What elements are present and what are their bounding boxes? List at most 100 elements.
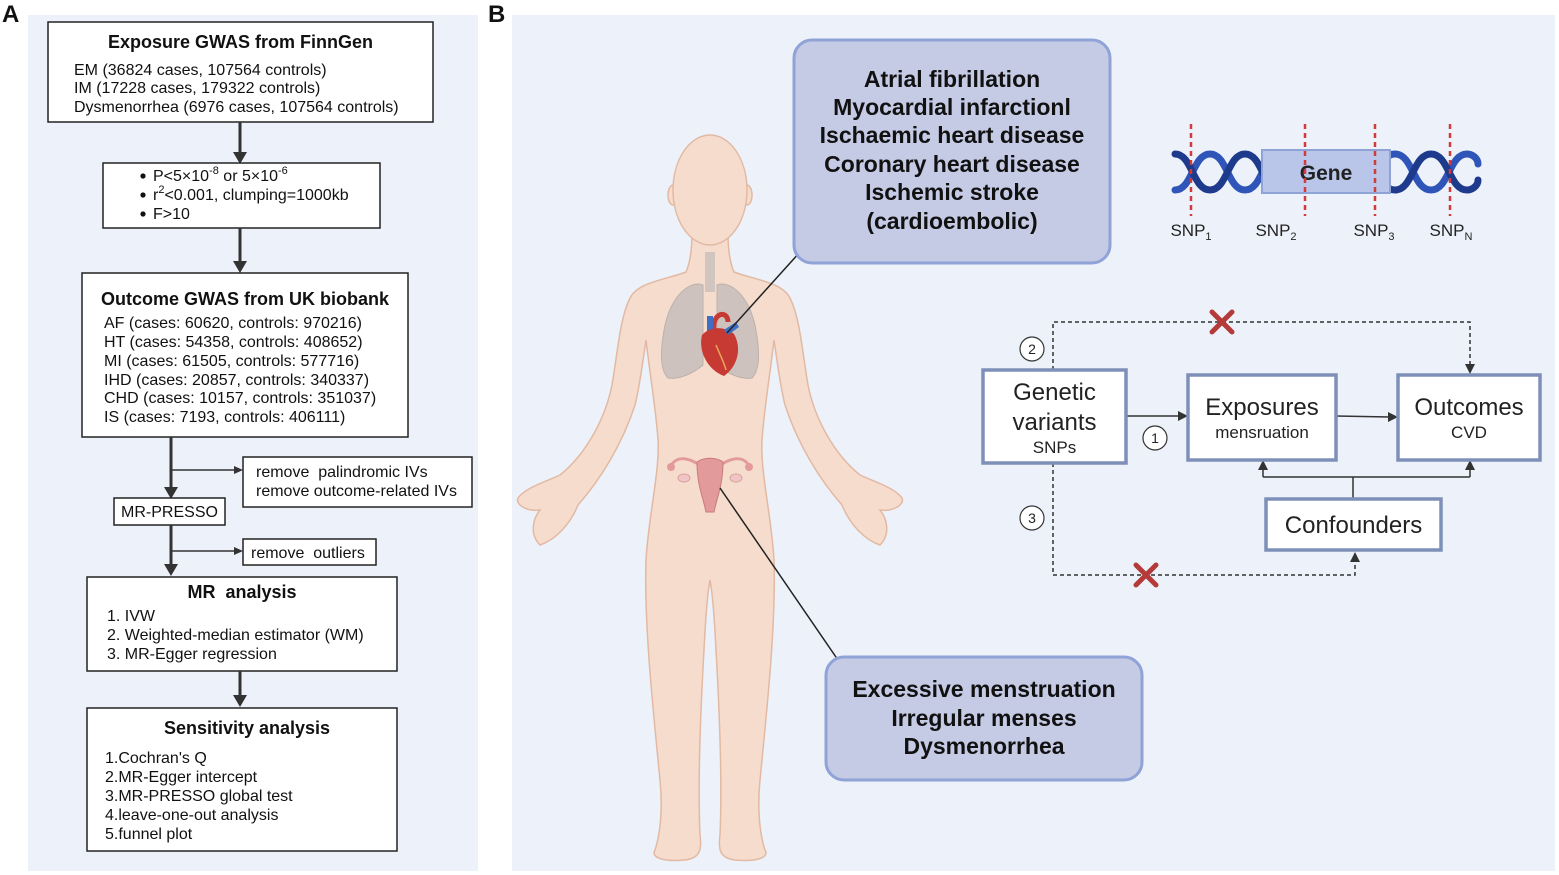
arrow-mr-analysis-to-sensitivity — [233, 671, 247, 707]
assumption-number: 1 — [1151, 430, 1159, 446]
outcome-line-ht: HT (cases: 54358, controls: 408652) — [104, 334, 363, 351]
remove-palindromic-text: remove palindromic IVs — [256, 464, 428, 481]
mr-method-egger: 3. MR-Egger regression — [107, 646, 277, 663]
menstrual-callout-frame — [824, 655, 1144, 782]
iv-selection-criteria-box: P<5×10-8 or 5×10-6 r2<0.001, clumping=10… — [102, 162, 381, 229]
snp-label-3: SNP3 — [1353, 221, 1394, 243]
arrow-criteria-to-outcome — [233, 228, 247, 273]
mr-presso-box: MR-PRESSO — [113, 497, 226, 526]
lungs-icon — [661, 252, 759, 379]
snp-label-1: SNP1 — [1170, 221, 1211, 243]
gene-box — [1261, 149, 1391, 194]
remove-ivs-frame — [242, 456, 473, 508]
lung-left — [661, 283, 704, 379]
head — [672, 134, 748, 246]
genetic-variants-frame — [981, 368, 1128, 465]
fimbriae-left — [667, 463, 675, 471]
arrow-exposure-to-criteria — [233, 122, 247, 164]
arrow-outcome-to-mr-presso — [164, 437, 243, 499]
outcome-gwas-box: Outcome GWAS from UK biobank AF (cases: … — [81, 272, 409, 438]
exposure-box-frame — [47, 21, 434, 123]
ld-clumping-threshold: r2<0.001, clumping=1000kb — [153, 184, 349, 204]
heart-icon — [701, 312, 739, 376]
remove-ivs-box: remove palindromic IVs remove outcome-re… — [242, 456, 473, 508]
exposure-line-dysmenorrhea: Dysmenorrhea (6976 cases, 107564 control… — [74, 99, 399, 116]
genetic-variants-title-2: variants — [1012, 409, 1096, 436]
human-body-icon — [516, 134, 904, 862]
trachea — [705, 252, 715, 292]
dna-helix-icon: Gene — [1171, 149, 1482, 194]
f-statistic-threshold: F>10 — [153, 206, 190, 223]
menstrual-exposure: Irregular menses — [891, 705, 1076, 731]
remove-outcome-related-text: remove outcome-related IVs — [256, 483, 457, 500]
snp-subscript: 1 — [1205, 231, 1211, 243]
bullet — [140, 211, 146, 217]
outcome-line-mi: MI (cases: 61505, controls: 577716) — [104, 353, 359, 370]
aorta — [711, 312, 731, 331]
cvd-outcome: Coronary heart disease — [824, 151, 1080, 177]
bullet — [140, 192, 146, 198]
menstrual-exposure: Excessive menstruation — [852, 676, 1115, 702]
sensitivity-item: 3.MR-PRESSO global test — [105, 788, 293, 805]
dashed-path-confounding — [1052, 463, 1360, 576]
snp-subscript: N — [1465, 231, 1473, 243]
ovary-right — [729, 473, 743, 483]
outcomes-subtitle: CVD — [1451, 423, 1487, 442]
exposures-subtitle: mensruation — [1215, 423, 1309, 442]
pvalue-exponent-1: -8 — [209, 165, 219, 177]
outcome-line-is: IS (cases: 7193, controls: 406111) — [104, 409, 345, 426]
snp-label-n: SNPN — [1430, 221, 1473, 243]
sensitivity-item: 2.MR-Egger intercept — [105, 769, 258, 786]
r2-base: r — [153, 187, 159, 204]
assumption-number: 2 — [1028, 341, 1036, 357]
arrow-exposures-to-outcomes — [1335, 412, 1398, 422]
cross-mark-icon — [1209, 309, 1235, 335]
cvd-outcome: Myocardial infarctionl — [833, 94, 1071, 120]
snp-name: SNP — [1430, 221, 1465, 240]
genetic-variants-title-1: Genetic — [1013, 379, 1096, 406]
mr-analysis-box: MR analysis 1. IVW 2. Weighted-median es… — [86, 576, 398, 672]
exposure-gwas-box: Exposure GWAS from FinnGen EM (36824 cas… — [47, 21, 434, 123]
confounders-box: Confounders — [1264, 497, 1443, 552]
exposure-box-title: Exposure GWAS from FinnGen — [108, 32, 373, 52]
assumption-label-3: 3 — [1019, 505, 1045, 531]
fallopian-tube-left — [670, 457, 699, 466]
cvd-outcome: Ischemic stroke — [865, 179, 1039, 205]
remove-outliers-text: remove outliers — [251, 545, 365, 562]
genetic-variants-box: Genetic variants SNPs — [981, 368, 1128, 465]
outcomes-frame — [1396, 373, 1542, 462]
remove-outliers-frame — [242, 538, 377, 566]
uterus-leader-line — [719, 487, 839, 661]
bullet — [140, 173, 146, 179]
dashed-path-pleiotropy — [1052, 321, 1475, 374]
uterus-body — [696, 457, 724, 513]
snp-label-2: SNP2 — [1255, 221, 1296, 243]
panel-b-label: B — [488, 1, 505, 28]
outcomes-title: Outcomes — [1414, 394, 1523, 421]
cvd-outcomes-callout: Atrial fibrillation Myocardial infarctio… — [792, 38, 1112, 265]
outcome-box-title: Outcome GWAS from UK biobank — [101, 289, 390, 309]
uterus-icon — [667, 457, 753, 513]
fimbriae-right — [745, 463, 753, 471]
pvalue-base-2: or 5×10 — [219, 168, 278, 185]
pvalue-base-1: P<5×10 — [153, 168, 209, 185]
coronary-vessel — [715, 344, 727, 371]
exposures-frame — [1186, 373, 1338, 462]
sensitivity-analysis-box: Sensitivity analysis 1.Cochran's Q 2.MR-… — [86, 707, 398, 852]
assumption-label-2: 2 — [1019, 336, 1045, 362]
mr-method-wm: 2. Weighted-median estimator (WM) — [107, 627, 364, 644]
assumption-number: 3 — [1028, 510, 1036, 526]
exposure-line-im: IM (17228 cases, 179322 controls) — [74, 80, 320, 97]
outcomes-box: Outcomes CVD — [1396, 373, 1542, 462]
exposures-box: Exposures mensruation — [1186, 373, 1338, 462]
snp-name: SNP — [1353, 221, 1388, 240]
cvd-outcome: Ischaemic heart disease — [820, 122, 1085, 148]
sensitivity-item: 5.funnel plot — [105, 826, 193, 843]
pvalue-exponent-2: -6 — [278, 165, 288, 177]
sensitivity-title: Sensitivity analysis — [164, 718, 330, 738]
genetic-variants-subtitle: SNPs — [1033, 438, 1076, 457]
exposure-line-em: EM (36824 cases, 107564 controls) — [74, 62, 327, 79]
remove-outliers-box: remove outliers — [242, 538, 377, 566]
r2-exponent: 2 — [158, 184, 164, 196]
ovary-left — [677, 473, 691, 483]
